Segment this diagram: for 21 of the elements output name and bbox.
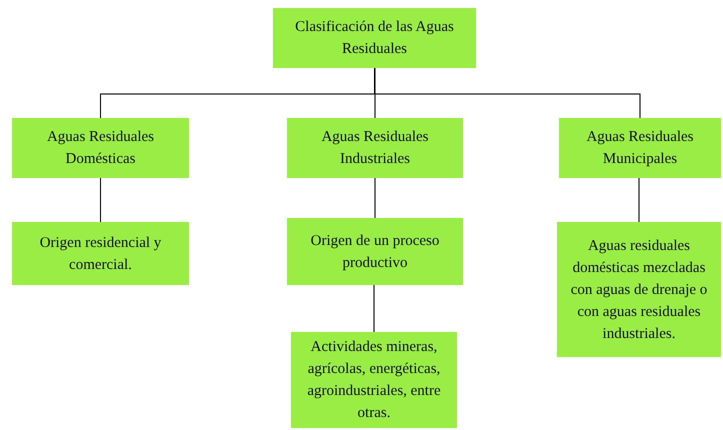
box-label: Aguas Residuales Municipales bbox=[585, 128, 695, 169]
box-label: Actividades mineras, agrícolas, energéticas, agroindustriales, entre otras. bbox=[306, 338, 442, 423]
box-label: Origen residencial y comercial. bbox=[38, 234, 162, 274]
category-box bbox=[287, 118, 463, 178]
category-box bbox=[557, 222, 721, 357]
connector-line bbox=[374, 178, 376, 218]
category-box bbox=[273, 8, 476, 68]
box-label: Aguas residuales domésticas mezcladas con aguas de drenaje o con aguas residuales industriales. bbox=[570, 236, 708, 344]
connector-line bbox=[374, 68, 376, 118]
connector-line bbox=[374, 68, 640, 118]
category-box bbox=[12, 222, 189, 285]
category-box bbox=[291, 332, 457, 428]
box-label: Aguas Residuales Industriales bbox=[320, 128, 430, 169]
category-box bbox=[559, 118, 721, 178]
box-label: Aguas Residuales Domésticas bbox=[46, 128, 156, 169]
category-box bbox=[287, 218, 463, 285]
connector-line bbox=[100, 178, 101, 222]
box-label: Origen de un proceso productivo bbox=[310, 232, 440, 272]
connector-line bbox=[638, 178, 640, 222]
box-label: Clasificación de las Aguas Residuales bbox=[294, 18, 455, 59]
category-box bbox=[12, 118, 189, 178]
